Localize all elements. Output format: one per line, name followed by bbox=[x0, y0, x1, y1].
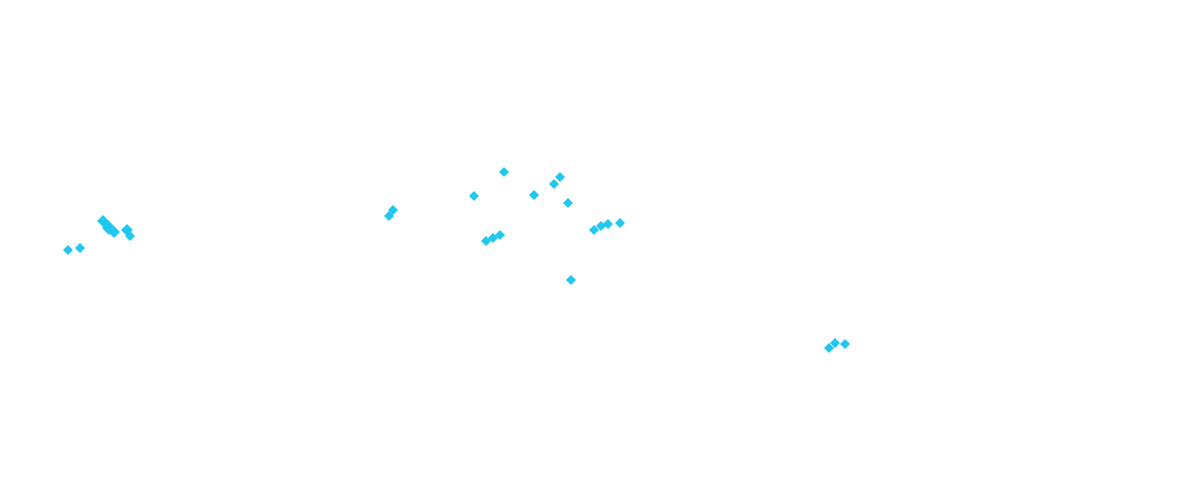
map-marker[interactable] bbox=[108, 226, 120, 238]
map-marker[interactable] bbox=[499, 167, 509, 177]
map-marker[interactable] bbox=[830, 338, 840, 348]
map-marker[interactable] bbox=[555, 172, 565, 182]
map-marker[interactable] bbox=[529, 190, 539, 200]
map-marker[interactable] bbox=[63, 245, 73, 255]
map-marker[interactable] bbox=[615, 218, 625, 228]
map-marker[interactable] bbox=[824, 343, 834, 353]
map-marker[interactable] bbox=[495, 230, 505, 240]
map-marker[interactable] bbox=[563, 198, 573, 208]
map-marker[interactable] bbox=[125, 231, 135, 241]
map-marker[interactable] bbox=[566, 275, 576, 285]
map-marker[interactable] bbox=[589, 225, 599, 235]
map-marker[interactable] bbox=[549, 179, 559, 189]
map-marker[interactable] bbox=[840, 339, 850, 349]
markers-layer bbox=[63, 167, 850, 353]
map-marker[interactable] bbox=[469, 191, 479, 201]
map-marker[interactable] bbox=[603, 219, 613, 229]
map-marker[interactable] bbox=[388, 205, 398, 215]
map-marker[interactable] bbox=[75, 243, 85, 253]
